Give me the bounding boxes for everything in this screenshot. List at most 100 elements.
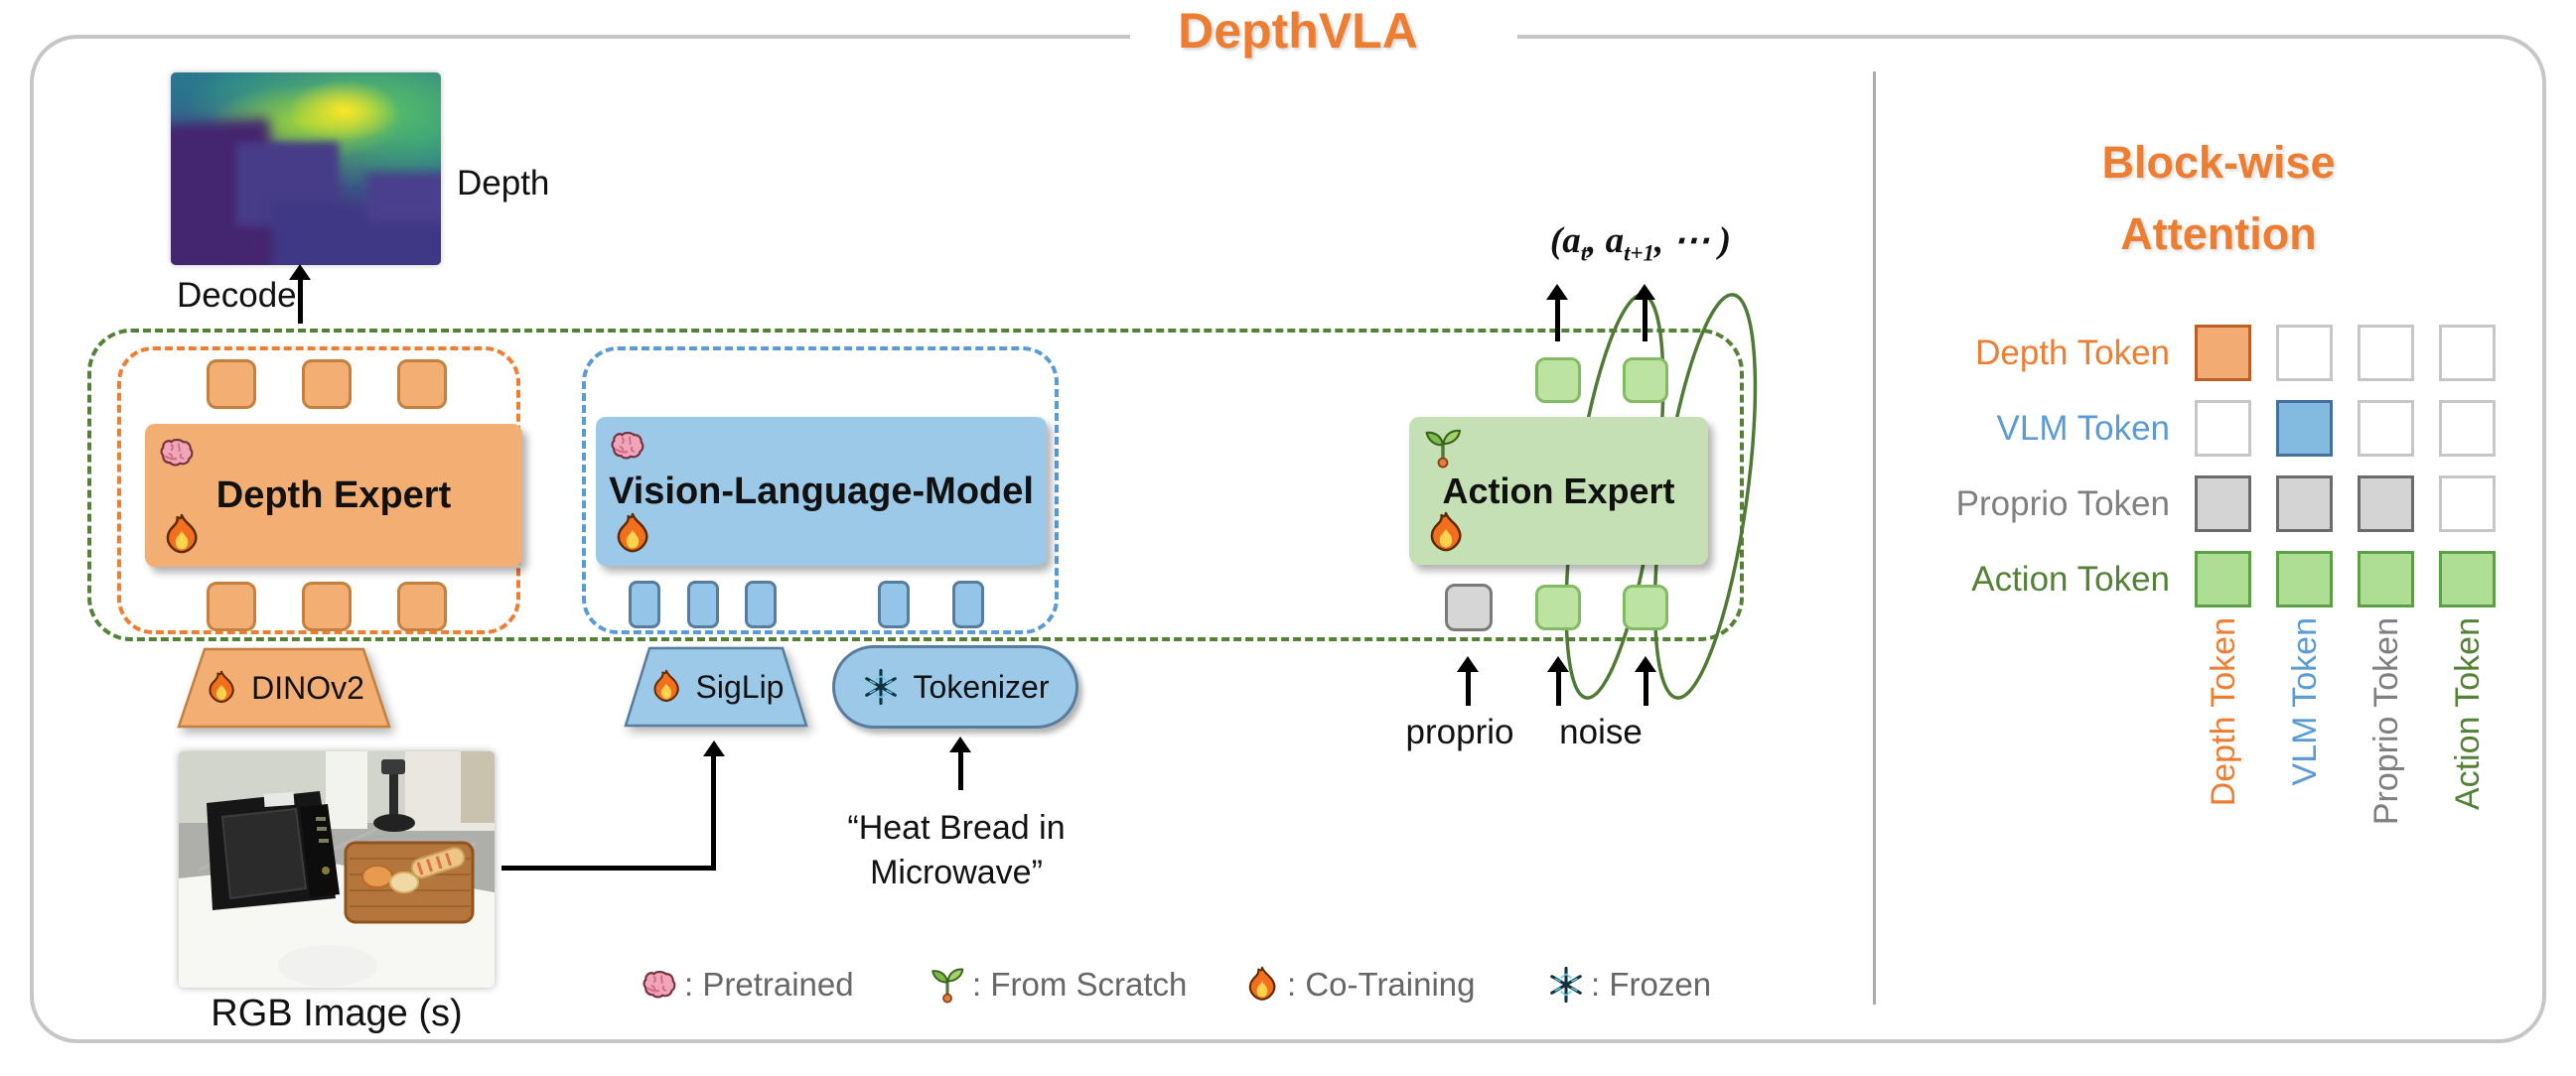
vlm-token [952,581,984,628]
depth-token [207,582,256,631]
seedling-icon [929,966,966,1004]
fire-icon [204,670,239,706]
dinov2-trapezoid [177,647,391,729]
attention-cell-empty [2358,325,2414,381]
siglip-label: SigLip [695,668,785,705]
seedling-icon [1422,427,1464,469]
legend-item-from-scratch: : From Scratch [929,966,1187,1004]
attention-cell-action [2439,551,2496,607]
depth-expert-box: Depth Expert [145,424,522,567]
vlm-box: Vision-Language-Model [596,417,1047,566]
depth-token [302,582,352,631]
depth-token [207,359,256,409]
action-output-arrow [1634,284,1655,341]
fire-icon [648,669,684,705]
legend-item-co-training: : Co-Training [1243,966,1476,1004]
vlm-token [687,581,719,628]
tokenizer-box: Tokenizer [832,645,1078,729]
rgb-to-siglip-line [711,752,716,871]
attention-cell-empty [2439,325,2496,381]
action-expert-box: Action Expert [1409,417,1708,565]
action-token [1623,357,1668,403]
action-output-label: (at, at+1, ⋯ ) [1549,220,1732,266]
snowflake-icon [862,668,900,706]
vlm-token [878,581,910,628]
action-expert-label: Action Expert [1442,470,1675,511]
action-token [1623,585,1668,630]
depth-token [302,359,352,409]
attention-row-label: Action Token [1971,560,2170,599]
robot-silhouette [373,759,415,832]
instruction-arrow [949,737,971,790]
brain-icon [641,966,678,1004]
figure-title: DepthVLA [1178,3,1418,59]
attention-cell-proprio [2276,475,2333,532]
rgb-image [179,751,495,988]
attention-row-label: Proprio Token [1955,484,2170,523]
depth-map-blob [364,172,441,223]
attention-cell-action [2276,551,2333,607]
attention-cell-proprio [2358,475,2414,532]
attention-cell-vlm [2276,400,2333,457]
attention-row-label: VLM Token [1996,409,2170,448]
siglip-trapezoid [624,646,808,728]
dinov2-label: DINOv2 [251,669,364,706]
noise-input-arrow [1547,656,1569,706]
microwave-silhouette [207,791,340,910]
proprio-label: proprio [1405,713,1514,751]
attention-cell-action [2358,551,2414,607]
bread-basket [344,841,475,924]
decode-label: Decode [177,276,297,315]
tokenizer-label: Tokenizer [913,668,1050,705]
fire-icon [1424,511,1468,555]
attention-cell-empty [2276,325,2333,381]
rgb-caption: RGB Image (s) [211,993,463,1034]
siglip-encoder: SigLip [624,646,808,728]
attention-cell-action [2195,551,2251,607]
vlm-token [745,581,777,628]
attention-cell-empty [2439,400,2496,457]
vlm-group-box [582,346,1059,634]
instruction-text: “Heat Bread in Microwave” [847,809,1066,891]
vlm-label: Vision-Language-Model [609,470,1034,512]
attention-cell-empty [2439,475,2496,532]
attention-column-label: Depth Token [2204,617,2242,807]
brain-icon [158,434,196,471]
brain-icon [609,427,646,465]
snowflake-icon [1547,966,1585,1004]
attention-cell-proprio [2195,475,2251,532]
action-output-arrow [1546,284,1568,341]
action-token [1535,357,1581,403]
depth-map-image [171,72,441,265]
depth-token [397,582,447,631]
depth-caption: Depth [457,164,550,202]
action-token [1535,585,1581,630]
fire-icon [611,512,654,556]
dinov2-encoder: DINOv2 [177,647,391,729]
depth-expert-label: Depth Expert [215,473,452,516]
proprio-input-arrow [1457,656,1479,706]
attention-column-label: VLM Token [2285,617,2324,786]
rgb-to-siglip-line [501,866,716,871]
attention-row-label: Depth Token [1975,334,2170,372]
attention-cell-depth [2195,325,2251,381]
attention-title: Block-wise Attention [2101,137,2336,259]
noise-label: noise [1559,713,1643,751]
noise-input-arrow [1635,656,1656,706]
transformer-group-box [87,329,1744,641]
attention-column-label: Proprio Token [2366,617,2405,826]
legend-item-frozen: : Frozen [1547,966,1711,1004]
decode-arrow [289,264,311,324]
rgb-to-siglip-arrowhead [702,740,725,756]
fire-icon [1243,966,1281,1004]
depth-token [397,359,447,409]
title-background-patch [1130,18,1517,60]
attention-column-label: Action Token [2448,617,2487,811]
attention-cell-empty [2358,400,2414,457]
fire-icon [160,513,204,557]
section-divider [1873,71,1876,1005]
vlm-token [629,581,660,628]
legend-item-pretrained: : Pretrained [641,966,854,1004]
proprio-token [1445,584,1493,631]
